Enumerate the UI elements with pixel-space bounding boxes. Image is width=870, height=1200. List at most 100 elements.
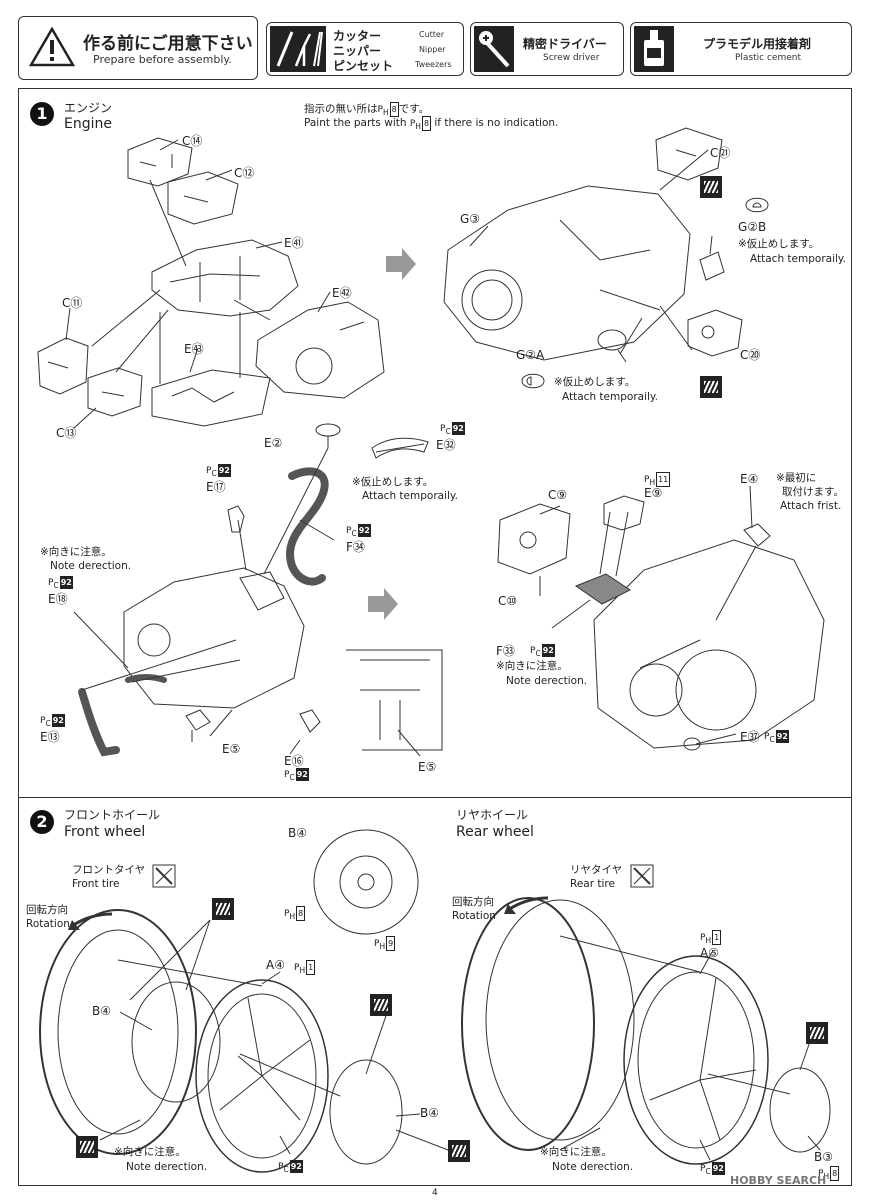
instruction-frame [18, 88, 852, 1186]
label-e5b: E⑤ [418, 760, 437, 774]
prepare-banner: 作る前にご用意下さい Prepare before assembly. [18, 16, 258, 80]
tool-cutter-jp: カッター [333, 29, 382, 43]
step-1-title-jp: エンジン [64, 101, 113, 115]
cement-mark-icon [370, 994, 392, 1016]
label-e2: E② [264, 436, 283, 450]
part-e5a [185, 709, 211, 742]
temporary-attach-icon [521, 373, 545, 389]
temporary-attach-icon [745, 197, 769, 213]
engine-assembly-lower-right [593, 539, 825, 749]
no-cement-icon [152, 864, 176, 888]
part-e17 [227, 505, 245, 533]
part-c21 [655, 127, 723, 181]
tool-cutter-en: Cutter [419, 30, 445, 39]
label-c13: C⑬ [56, 426, 77, 440]
part-c12 [167, 171, 239, 225]
screwdriver-icon [474, 26, 514, 72]
dir-note-rear-en: Note derection. [552, 1161, 634, 1173]
label-e42: E㊷ [332, 286, 352, 300]
part-c11 [37, 337, 89, 395]
label-e32: E㉜ [436, 438, 456, 452]
dir-note-e18-jp: ※向きに注意。 [40, 546, 112, 558]
label-a5: A⑤ [700, 946, 719, 960]
tool-nipper-jp: ニッパー [333, 44, 382, 58]
engine-assembly-right [443, 185, 691, 361]
rotation-en-rear: Rotation [452, 910, 496, 922]
no-cement-icon [630, 864, 654, 888]
temp-note-g2b-en: Attach temporaily. [750, 253, 846, 265]
watermark: HOBBY SEARCH [730, 1174, 827, 1187]
step-arrow-2 [368, 588, 398, 620]
rear-tire-jp: リヤタイヤ [570, 864, 623, 876]
first-note-en: Attach frist. [780, 500, 842, 512]
label-g3: G③ [460, 212, 481, 226]
page-number: 4 [432, 1188, 438, 1198]
label-e18: E⑱ [48, 592, 68, 606]
part-e41 [151, 239, 299, 317]
front-wheel-title-en: Front wheel [64, 824, 146, 840]
part-f33 [574, 573, 631, 605]
step-1-title-en: Engine [64, 116, 112, 132]
label-e43: E㊸ [184, 342, 204, 356]
part-e43 [151, 369, 271, 427]
temp-note-e2-jp: ※仮止めします。 [352, 476, 434, 488]
label-g2b: G②B [738, 220, 767, 234]
part-e42 [255, 301, 385, 399]
front-tire-en: Front tire [72, 878, 120, 890]
part-e2 [315, 423, 341, 448]
part-e13-hose [125, 674, 167, 683]
part-e4 [743, 523, 771, 547]
label-g2a: G②A [516, 348, 545, 362]
front-disc-left [131, 981, 221, 1103]
step-2-number: 2 [30, 810, 54, 834]
screwdriver-subtitle: Screw driver [543, 53, 600, 63]
first-note-jp1: ※最初に [776, 472, 817, 484]
section-divider [18, 797, 852, 798]
label-e9: E⑨ [644, 486, 663, 500]
front-rim [195, 979, 329, 1173]
dir-note-front-jp: ※向きに注意。 [114, 1146, 186, 1158]
part-c9 [497, 503, 571, 575]
temp-note-g2b-jp: ※仮止めします。 [738, 238, 820, 250]
brake-rotor-b4 [313, 829, 419, 935]
engine-assembly-lower-left [123, 567, 305, 709]
cement-bottle-icon [634, 26, 674, 72]
label-c10: C⑩ [498, 594, 518, 608]
part-f34-hose [286, 467, 329, 586]
label-e13: E⑬ [40, 730, 60, 744]
tools-box: カッター Cutter ニッパー Nipper ピンセット Tweezers [266, 22, 464, 76]
part-g2a [597, 329, 627, 363]
label-c14: C⑭ [182, 134, 203, 148]
step-1-number: 1 [30, 102, 54, 126]
cement-title: プラモデル用接着剤 [703, 37, 812, 51]
tool-tweezers-jp: ピンセット [333, 59, 394, 73]
dir-note-f33-jp: ※向きに注意。 [496, 660, 568, 672]
front-tire [39, 909, 197, 1155]
rotation-jp-front: 回転方向 [26, 904, 68, 916]
rear-wheel-title-jp: リヤホイール [456, 808, 529, 822]
tool-tweezers-en: Tweezers [415, 60, 452, 69]
tool-nipper-en: Nipper [419, 45, 446, 54]
front-tire-jp: フロントタイヤ [72, 864, 146, 876]
cement-mark-icon [212, 898, 234, 920]
cement-mark-icon [806, 1022, 828, 1044]
cement-mark-icon [76, 1136, 98, 1158]
step-arrow-1 [386, 248, 416, 280]
label-c11: C⑪ [62, 296, 83, 310]
dir-note-front-en: Note derection. [126, 1161, 208, 1173]
temp-note-e2-en: Attach temporaily. [362, 490, 458, 502]
label-e5a: E⑤ [222, 742, 241, 756]
cement-box: プラモデル用接着剤 Plastic cement [630, 22, 852, 76]
part-e32-hose [371, 437, 429, 459]
prepare-subtitle: Prepare before assembly. [93, 53, 232, 66]
